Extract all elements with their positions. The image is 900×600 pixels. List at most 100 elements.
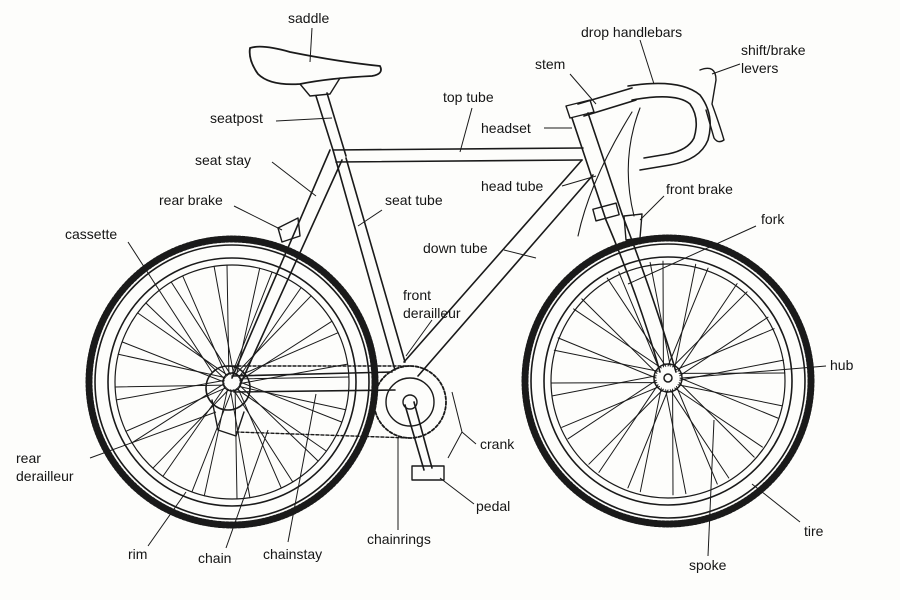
label-front-derailleur-line2: derailleur <box>403 305 461 321</box>
rear-spoke <box>170 281 231 375</box>
front-spoke <box>669 389 730 479</box>
label-front-brake: front brake <box>666 181 733 197</box>
rear-spoke <box>238 384 319 462</box>
front-spoke <box>674 263 697 369</box>
front-spoke <box>561 386 660 428</box>
pedal-shape <box>411 465 445 481</box>
rear-spoke <box>237 387 282 489</box>
label-rim: rim <box>128 546 148 562</box>
label-drop-handlebars: drop handlebars <box>581 24 683 40</box>
rear-spoke <box>233 389 294 483</box>
leader-spoke <box>707 419 715 557</box>
label-headset: headset <box>481 120 531 136</box>
label-rear-brake: rear brake <box>159 192 223 208</box>
leader-stem <box>569 73 597 105</box>
rear-spoke <box>125 387 227 432</box>
label-stem: stem <box>535 56 566 72</box>
label-chainstay: chainstay <box>263 546 323 562</box>
leader-crank <box>447 391 477 459</box>
front-rim-outer <box>543 256 793 506</box>
front-spoke <box>667 267 709 367</box>
rear-spoke <box>234 295 312 376</box>
leader-drop-handlebars <box>639 39 655 85</box>
rear-brake-shape <box>277 217 301 243</box>
rear-spoke <box>238 385 347 411</box>
leader-shift-brake-levers <box>711 63 741 75</box>
top-tube-shape <box>332 147 584 163</box>
label-seat-stay: seat stay <box>195 152 252 168</box>
label-cassette: cassette <box>65 226 118 242</box>
front-spoke <box>639 387 662 493</box>
label-spoke: spoke <box>689 557 727 573</box>
seat-tube-shape <box>332 149 406 371</box>
down-tube-shape <box>403 159 594 377</box>
rear-tire-inner-edge <box>94 244 370 520</box>
leader-chain <box>225 429 269 549</box>
crankset <box>373 365 447 481</box>
rear-rim-inner <box>114 264 350 500</box>
label-seat-tube: seat tube <box>385 192 443 208</box>
label-head-tube: head tube <box>481 178 544 194</box>
rear-spoke <box>239 381 343 423</box>
rear-spoke <box>117 353 226 379</box>
rear-spoke <box>238 376 350 380</box>
rear-spoke <box>235 388 327 452</box>
seat-stay-shape <box>231 149 343 386</box>
rear-spokes <box>114 264 350 500</box>
rear-spoke <box>239 320 333 381</box>
leader-front-derailleur <box>405 319 433 357</box>
rear-spoke <box>238 287 302 379</box>
stem-shape <box>577 87 637 117</box>
rear-spoke <box>145 302 226 380</box>
front-spoke <box>573 308 662 369</box>
cables <box>577 107 641 237</box>
label-top-tube: top tube <box>443 89 494 105</box>
leader-rear-brake <box>233 205 283 231</box>
rear-spoke <box>137 312 229 376</box>
chainring-outer <box>373 365 447 439</box>
leader-hub <box>681 365 827 379</box>
front-spoke <box>672 291 748 368</box>
leader-fork <box>627 225 757 285</box>
saddle-rails <box>299 77 341 97</box>
rear-spoke <box>237 332 339 377</box>
front-spoke <box>606 277 667 367</box>
leader-lines <box>89 27 827 557</box>
front-spoke <box>676 386 718 485</box>
front-brake-shape <box>623 213 643 241</box>
leader-tire <box>751 483 801 523</box>
front-spoke <box>598 384 659 473</box>
leader-saddle <box>309 27 313 63</box>
rear-spoke <box>131 383 225 444</box>
front-rim-inner <box>550 263 786 499</box>
handlebar-shape <box>627 82 711 171</box>
rear-spoke <box>226 264 230 376</box>
front-spoke <box>677 283 738 372</box>
seatpost-shape <box>315 92 347 157</box>
brake-lever-shape <box>699 67 725 143</box>
label-rear-derailleur-line2: derailleur <box>16 468 74 484</box>
crank-arm <box>404 401 433 471</box>
rear-spoke <box>229 389 251 499</box>
front-spoke <box>678 382 755 458</box>
rear-spoke <box>203 388 229 497</box>
rear-spoke <box>121 341 225 383</box>
leader-seat-tube <box>357 209 383 227</box>
label-front-derailleur-line1: front <box>403 287 432 303</box>
leader-rim <box>147 491 187 547</box>
rear-spoke <box>191 389 233 493</box>
rear-spoke <box>231 271 273 375</box>
rear-rim-outer <box>107 257 357 507</box>
chainring-inner <box>385 377 435 427</box>
rear-derailleur-shape <box>211 399 245 437</box>
label-crank: crank <box>480 436 515 452</box>
front-spoke <box>679 377 779 419</box>
front-hub <box>663 373 673 383</box>
crank-spindle <box>402 394 418 410</box>
label-shift-brake-levers-line2: levers <box>741 60 779 76</box>
front-spoke <box>674 387 763 448</box>
leader-seat-stay <box>271 161 317 197</box>
label-hub: hub <box>830 357 854 373</box>
front-spoke <box>627 389 669 489</box>
leader-chainstay <box>287 393 317 543</box>
